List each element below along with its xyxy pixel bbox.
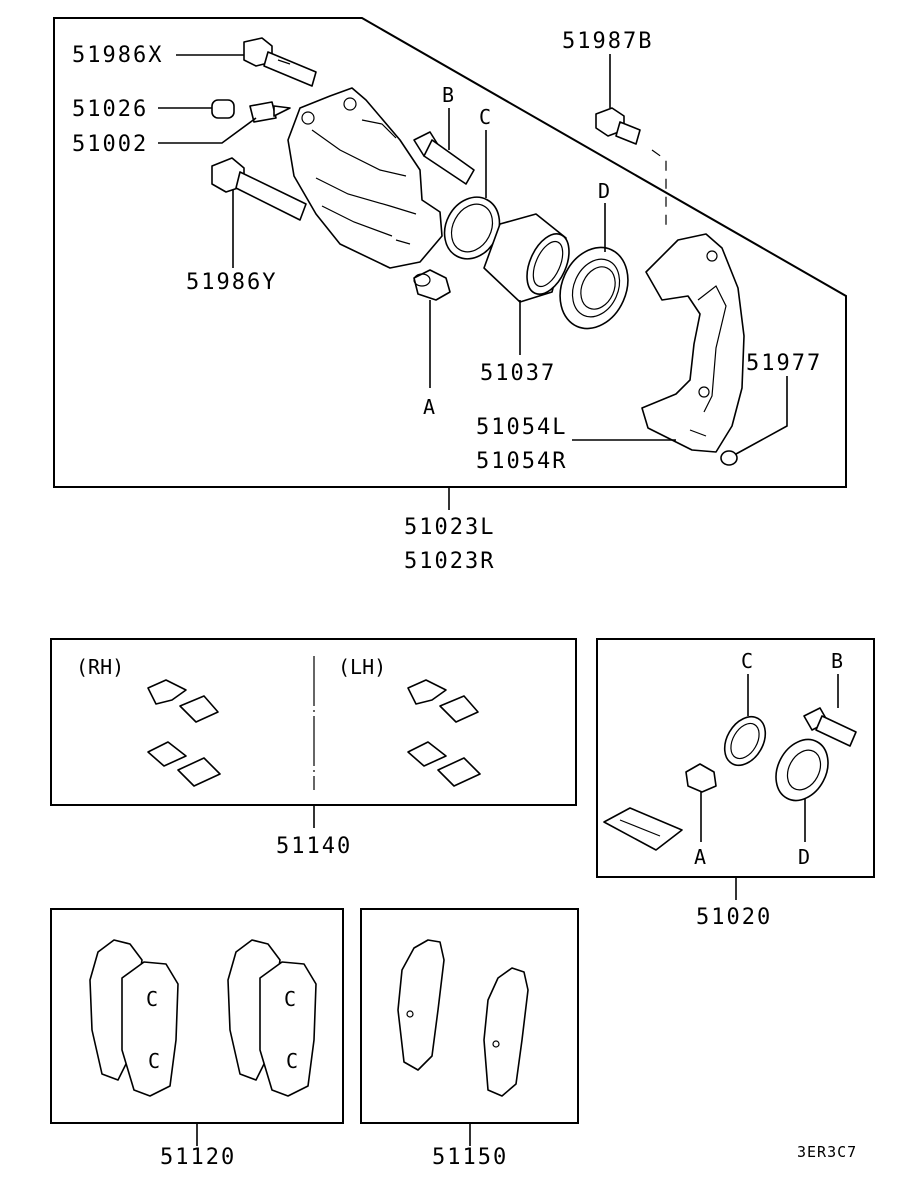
caliper-assembly-group: 51986X 51026 51002 51986Y <box>53 17 847 488</box>
part-number-51054r: 51054R <box>476 449 567 474</box>
part-number-51054l: 51054L <box>476 415 567 440</box>
part-number-51150: 51150 <box>432 1145 508 1170</box>
small-clip-drawing <box>720 450 738 466</box>
rh-clips-drawing <box>147 679 221 787</box>
leader-51977 <box>735 376 788 455</box>
leader-51002 <box>158 117 257 144</box>
guide-bolt-y-drawing <box>211 157 307 221</box>
part-number-51002: 51002 <box>72 132 148 157</box>
pad-shims-frame <box>360 908 579 1124</box>
part-number-51037: 51037 <box>480 361 556 386</box>
brake-pads-group: C C C C <box>50 908 344 1124</box>
guide-pin-b-drawing <box>413 131 475 185</box>
pad-set-left-drawing: C C <box>89 939 179 1097</box>
seal-kit-group: C B A D <box>596 638 875 878</box>
diagram-code: 3ER3C7 <box>797 1143 857 1161</box>
part-number-51120: 51120 <box>160 1145 236 1170</box>
part-number-51987b: 51987B <box>562 29 653 54</box>
lh-clips-drawing <box>407 679 481 787</box>
kit-label-c: C <box>741 649 753 673</box>
bleeder-cap-drawing <box>211 99 235 119</box>
pad-shims-group <box>360 908 579 1124</box>
part-number-51020: 51020 <box>696 905 772 930</box>
part-number-51026: 51026 <box>72 97 148 122</box>
label-rh: (RH) <box>76 655 124 679</box>
part-number-51023l: 51023L <box>404 515 495 540</box>
part-number-51986x: 51986X <box>72 43 163 68</box>
kit-guide-pin-drawing <box>803 707 857 747</box>
kit-boot-drawing <box>685 763 717 793</box>
kit-label-a: A <box>694 845 706 869</box>
pad-mark-c-1: C <box>146 987 158 1011</box>
bleeder-screw-drawing <box>249 101 291 123</box>
pad-mark-c-2: C <box>148 1049 160 1073</box>
mounting-bolt-drawing <box>595 107 641 145</box>
caliper-support-drawing <box>641 233 745 453</box>
label-b: B <box>442 83 454 107</box>
kit-dust-boot-drawing <box>775 738 829 802</box>
label-c: C <box>479 105 491 129</box>
guide-boot-drawing <box>413 269 451 301</box>
pad-mark-c-3: C <box>284 987 296 1011</box>
label-lh: (LH) <box>338 655 386 679</box>
pad-set-right-drawing: C C <box>227 939 317 1097</box>
shim-kit-group: (RH) (LH) <box>50 638 577 806</box>
part-number-51140: 51140 <box>276 834 352 859</box>
part-number-51977: 51977 <box>746 351 822 376</box>
dashed-alignment-line <box>651 149 667 232</box>
pad-mark-c-4: C <box>286 1049 298 1073</box>
kit-piston-seal-drawing <box>723 715 767 767</box>
label-d: D <box>598 179 610 203</box>
dust-boot-drawing <box>559 246 629 330</box>
caliper-assembly-frame <box>53 17 847 488</box>
part-number-51986y: 51986Y <box>186 270 277 295</box>
caliper-body-drawing <box>287 87 443 269</box>
shim-right-drawing <box>483 967 529 1097</box>
guide-bolt-x-drawing <box>243 37 317 87</box>
kit-label-d: D <box>798 845 810 869</box>
label-a: A <box>423 395 435 419</box>
kit-label-b: B <box>831 649 843 673</box>
part-number-51023r: 51023R <box>404 549 495 574</box>
grease-packet-drawing <box>603 807 683 851</box>
shim-left-drawing <box>397 939 445 1071</box>
